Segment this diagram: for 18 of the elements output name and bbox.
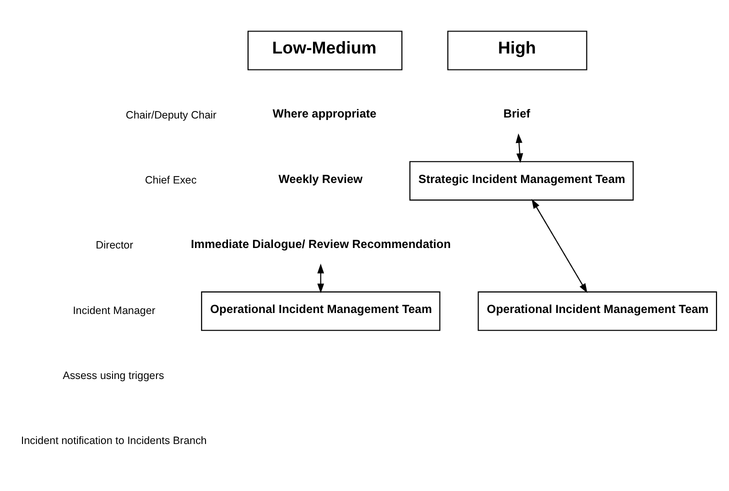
arrow <box>317 263 324 293</box>
arrow <box>532 198 588 293</box>
label: Incident Manager <box>72 304 156 316</box>
node-text: Immediate Dialogue/ Review Recommendation <box>190 237 451 250</box>
node-box: Operational Incident Management Team <box>478 290 718 330</box>
label: Director <box>96 239 134 252</box>
node-text: Weekly Review <box>278 172 363 186</box>
label: Incident notification to Incidents Branch <box>21 434 207 447</box>
label: Chief Exec <box>144 174 197 186</box>
node-text: Brief <box>503 107 530 120</box>
node-text: Where appropriate <box>272 107 376 120</box>
node-box: Strategic Incident Management Team <box>409 160 634 200</box>
label: Chair/Deputy Chair <box>126 108 216 121</box>
label: Assess using triggers <box>62 370 164 382</box>
node-box: High <box>447 30 588 70</box>
arrow <box>516 132 524 162</box>
node-box: Operational Incident Management Team <box>201 290 440 330</box>
node-box: Low-Medium <box>248 30 402 70</box>
